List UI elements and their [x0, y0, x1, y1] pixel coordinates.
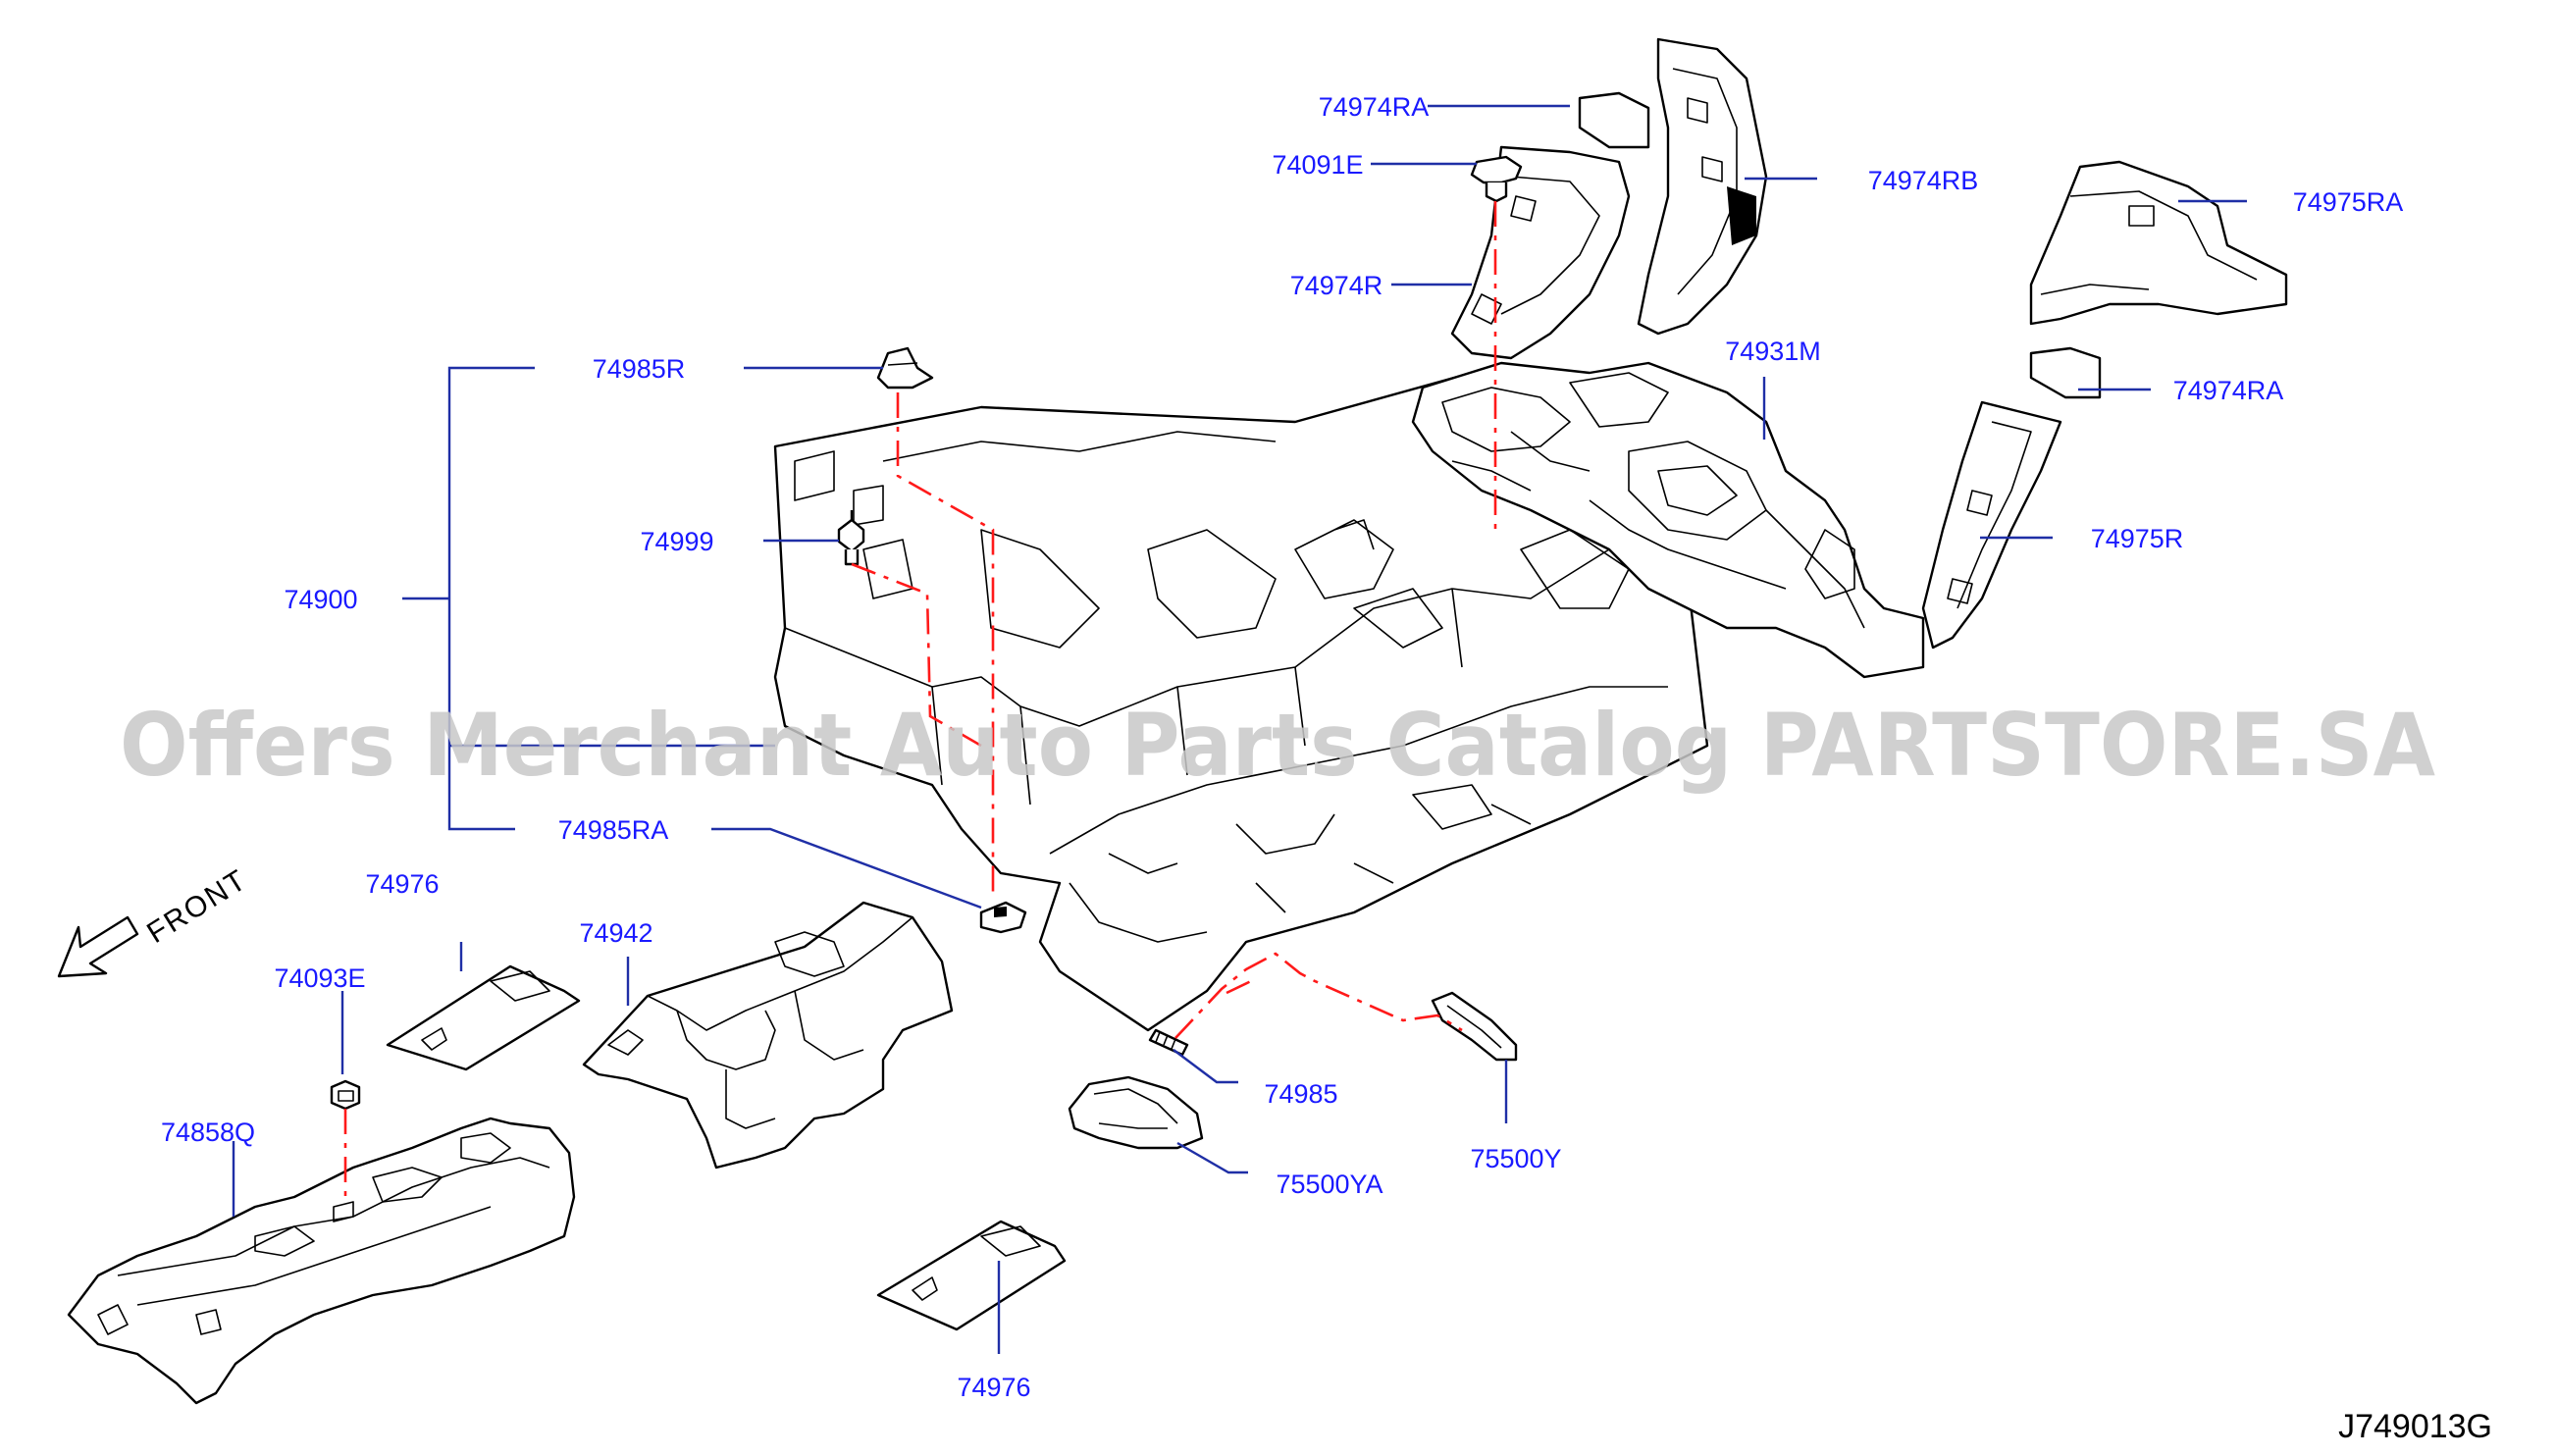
leader-lines — [232, 104, 2247, 1354]
front-label: FRONT — [141, 863, 253, 950]
label-75500Y: 75500Y — [1470, 1144, 1561, 1173]
diagram-code: J749013G — [2338, 1408, 2492, 1445]
label-74858Q: 74858Q — [161, 1118, 255, 1147]
label-74985RA: 74985RA — [558, 815, 669, 845]
label-74974RA-mid: 74974RA — [2173, 376, 2284, 405]
label-74975RA: 74975RA — [2293, 187, 2404, 217]
label-74985R: 74985R — [593, 354, 686, 384]
label-74985: 74985 — [1264, 1079, 1337, 1109]
label-74900: 74900 — [284, 585, 357, 614]
front-pieces-drawing — [67, 901, 1518, 1405]
mounting-dash-lines — [343, 201, 1497, 1202]
label-74974RB: 74974RB — [1868, 166, 1979, 195]
label-74976-top: 74976 — [365, 869, 439, 899]
arrow-icon — [57, 915, 139, 978]
label-74942: 74942 — [579, 918, 652, 948]
label-74976-bottom: 74976 — [957, 1373, 1030, 1402]
front-indicator: FRONT — [57, 863, 253, 978]
label-75500YA: 75500YA — [1276, 1170, 1382, 1199]
dash-75500Y-branch — [1226, 979, 1252, 995]
watermark-text: Offers Merchant Auto Parts Catalog PARTS… — [120, 695, 2435, 796]
leader-74985RA — [711, 827, 982, 910]
clips-drawing — [330, 155, 1523, 1111]
label-74975R: 74975R — [2091, 524, 2184, 553]
label-74093E: 74093E — [274, 963, 365, 993]
label-74974RA-top: 74974RA — [1319, 92, 1430, 122]
label-74999: 74999 — [640, 527, 713, 556]
leader-75500YA — [1176, 1141, 1248, 1174]
label-74931M: 74931M — [1725, 337, 1821, 366]
rear-floor-piece-drawing — [1411, 361, 1925, 679]
floor-carpet-drawing — [773, 371, 1729, 1032]
part-labels: 74974RA 74091E 74974R 74974RB 74975RA 74… — [161, 92, 2403, 1402]
leader-74985 — [1173, 1049, 1238, 1084]
dash-74985-75500Y — [1174, 952, 1463, 1039]
label-74974R: 74974R — [1290, 271, 1383, 300]
label-74091E: 74091E — [1272, 150, 1363, 180]
